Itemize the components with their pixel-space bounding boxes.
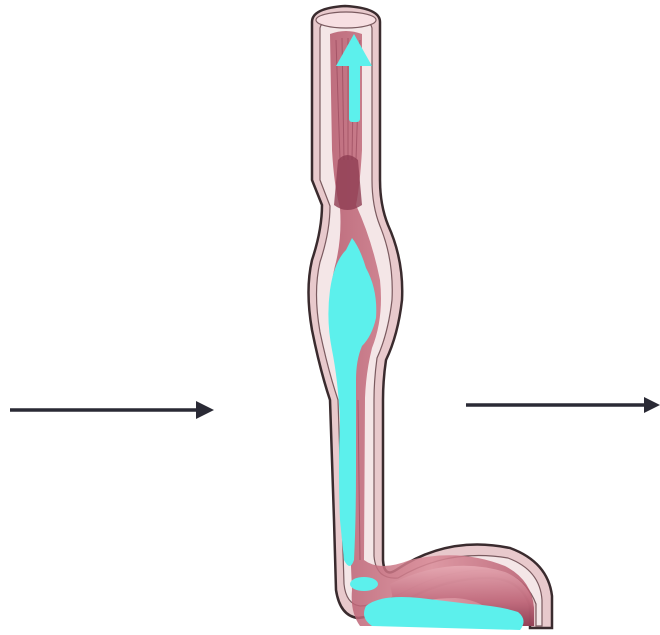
right-arrow bbox=[466, 397, 660, 413]
esophagus-top-opening bbox=[316, 12, 376, 28]
sphincter-constriction bbox=[334, 155, 362, 210]
bolus-lower-blob bbox=[350, 577, 378, 591]
left-arrow bbox=[10, 401, 214, 419]
